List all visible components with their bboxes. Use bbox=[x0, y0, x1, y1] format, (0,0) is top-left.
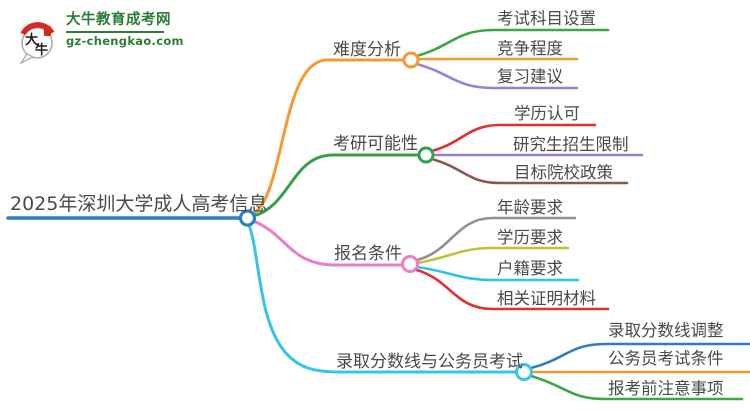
logo-red-seal bbox=[44, 26, 51, 36]
edge-child-degree-recognition bbox=[430, 123, 597, 153]
node-circle-postgrad bbox=[417, 146, 435, 164]
node-circle-difficulty bbox=[402, 51, 420, 69]
child-label-education-requirement: 学历要求 bbox=[497, 228, 563, 247]
logo-site-url: gz-chengkao.com bbox=[66, 34, 184, 49]
child-label-residency-requirement: 户籍要求 bbox=[497, 259, 563, 278]
branch-label-difficulty: 难度分析 bbox=[333, 40, 401, 60]
child-label-cutoff-adjustment: 录取分数线调整 bbox=[608, 321, 724, 340]
edge-child-pre-application-notes bbox=[529, 374, 744, 401]
node-circle-registration bbox=[401, 255, 419, 273]
child-label-pre-application-notes: 报考前注意事项 bbox=[608, 379, 724, 398]
child-label-review-advice: 复习建议 bbox=[497, 67, 563, 86]
branch-label-registration: 报名条件 bbox=[334, 244, 402, 264]
logo-divider bbox=[66, 31, 164, 34]
edge-child-exam-subject-setup bbox=[415, 28, 610, 58]
node-circle-cutoff-civil-service bbox=[515, 363, 533, 381]
edge-child-proof-materials bbox=[415, 268, 610, 311]
logo-bubble-icon: 大 牛 bbox=[19, 22, 55, 64]
edge-child-residency-requirement bbox=[415, 265, 580, 282]
child-label-proof-materials: 相关证明材料 bbox=[497, 289, 596, 308]
child-label-age-requirement: 年龄要求 bbox=[497, 198, 563, 217]
child-label-degree-recognition: 学历认可 bbox=[514, 104, 580, 123]
edge-child-cutoff-adjustment bbox=[529, 342, 750, 370]
logo-text-block: 大牛教育成考网 gz-chengkao.com bbox=[66, 12, 184, 48]
branch-label-postgrad: 考研可能性 bbox=[333, 134, 418, 154]
edge-branch-postgrad bbox=[251, 153, 421, 218]
child-label-exam-subject-setup: 考试科目设置 bbox=[497, 9, 596, 28]
child-label-target-school-policy: 目标院校政策 bbox=[514, 163, 613, 182]
root-label: 2025年深圳大学成人高考信息 bbox=[10, 193, 268, 215]
logo-char-da: 大 bbox=[25, 32, 38, 48]
edge-child-education-requirement bbox=[415, 246, 570, 265]
edge-child-age-requirement bbox=[415, 216, 577, 262]
child-label-competition-level: 竞争程度 bbox=[497, 39, 563, 58]
logo-site-name: 大牛教育成考网 bbox=[66, 12, 171, 28]
branch-label-cutoff-civil-service: 录取分数线与公务员考试 bbox=[336, 352, 523, 372]
edge-branch-difficulty bbox=[251, 58, 406, 216]
root-node-circle bbox=[238, 209, 257, 227]
edge-child-target-school-policy bbox=[430, 157, 629, 185]
logo-char-niu: 牛 bbox=[35, 42, 48, 58]
edge-child-review-advice bbox=[415, 62, 579, 90]
site-logo: 大 牛 大牛教育成考网 gz-chengkao.com bbox=[12, 12, 184, 64]
child-label-civil-service-conditions: 公务员考试条件 bbox=[608, 349, 724, 368]
edge-branch-registration bbox=[251, 219, 405, 267]
edge-branch-cutoff-civil-service bbox=[247, 223, 519, 374]
logo-bubble-tail bbox=[19, 53, 35, 64]
child-label-grad-admission-limit: 研究生招生限制 bbox=[513, 135, 629, 154]
